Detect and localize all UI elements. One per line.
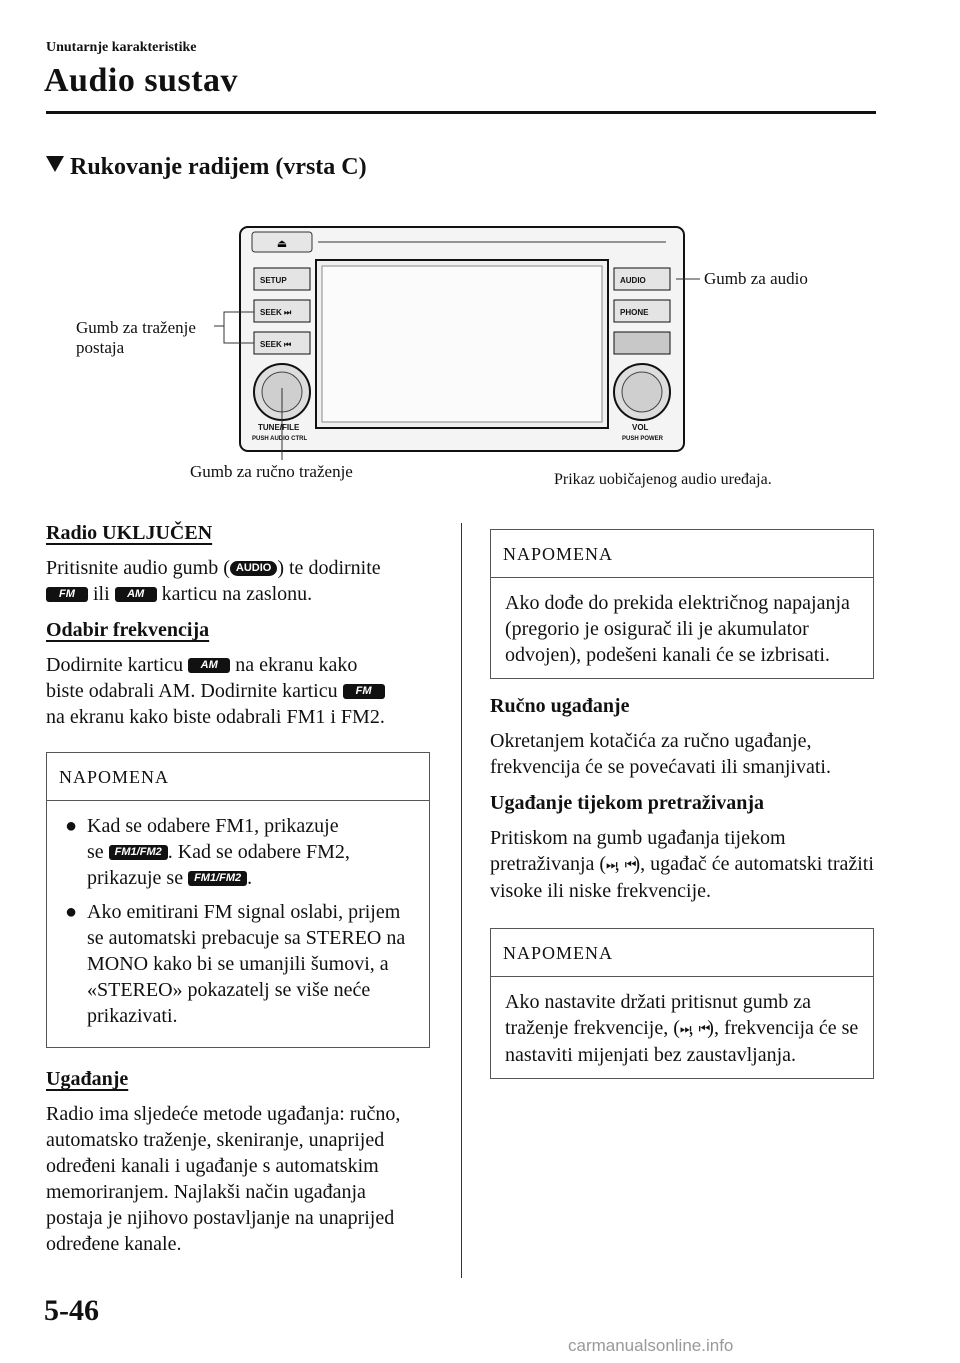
- eject-icon: ⏏: [277, 238, 287, 250]
- figure-caption: Prikaz uobičajenog audio uređaja.: [554, 471, 772, 488]
- audio-unit-button: AUDIO: [620, 276, 646, 285]
- subheading-radio-on: Radio UKLJUČEN: [46, 522, 213, 544]
- seek-down-button: SEEK ⏮: [260, 340, 291, 349]
- paragraph-tuning: Radio ima sljedeće metode ugađanja: ručn…: [46, 1103, 401, 1255]
- section-title-text: Rukovanje radijem (vrsta C): [70, 154, 367, 180]
- note-box-seek-hold: NAPOMENA Ako nastavite držati pritisnut …: [490, 928, 874, 1079]
- paragraph-radio-on: Pritisnite audio gumb (AUDIO) te dodirni…: [46, 555, 436, 607]
- text-fragment: prikazuje se: [87, 867, 184, 889]
- text-fragment: na ekranu kako: [235, 654, 358, 676]
- text-fragment: Kad se odabere FM1, prikazuje: [87, 815, 339, 837]
- text-fragment: Pritiskom na gumb ugađanja tijekom pretr…: [490, 827, 786, 875]
- title-rule: [46, 111, 876, 114]
- text-fragment: ), frekvencija će se nastaviti mijenjati…: [505, 1017, 859, 1066]
- audio-unit-drawing: ⏏ SETUP SEEK ⏭ SEEK ⏮ AUDIO PHONE TUNE/F…: [239, 226, 685, 452]
- text-fragment: ) te dodirnite: [277, 557, 381, 579]
- note-body: ● Kad se odabere FM1, prikazuje se FM1/F…: [47, 801, 429, 1047]
- paragraph-seek-tuning: Pritiskom na gumb ugađanja tijekom pretr…: [490, 825, 874, 904]
- vol-knob-sublabel: PUSH POWER: [622, 436, 664, 442]
- vol-knob-label: VOL: [632, 423, 649, 432]
- text-fragment: .: [247, 867, 253, 889]
- text-fragment: Ako emitirani FM signal oslabi, prijem s…: [87, 901, 406, 1027]
- leader-lines: [214, 278, 700, 460]
- fm-tab-icon: FM: [46, 587, 88, 602]
- text-fragment: karticu na zaslonu.: [161, 583, 313, 605]
- note-bullet-1: ● Kad se odabere FM1, prikazuje se FM1/F…: [61, 813, 415, 891]
- note-bullet-2: ● Ako emitirani FM signal oslabi, prijem…: [61, 899, 415, 1029]
- left-column: Radio UKLJUČEN Pritisnite audio gumb (AU…: [46, 522, 436, 1257]
- note-body: Ako dođe do prekida električnog napajanj…: [505, 592, 850, 666]
- seek-prev-icon: ⏮: [624, 857, 637, 872]
- subheading-frequency: Odabir frekvencija: [46, 619, 210, 641]
- paragraph-frequency: Dodirnite karticu AM na ekranu kako bist…: [46, 652, 436, 730]
- text-fragment: na ekranu kako biste odabrali FM1 i FM2.: [46, 706, 385, 728]
- text-fragment: Pritisnite audio gumb (: [46, 557, 230, 579]
- seek-button-label: Gumb za traženje postaja: [76, 318, 196, 357]
- text-fragment: ,: [688, 1017, 694, 1039]
- column-divider: [461, 523, 462, 1278]
- bullet-icon: ●: [65, 901, 78, 923]
- audio-unit-figure: ⏏ SETUP SEEK ⏭ SEEK ⏮ AUDIO PHONE TUNE/F…: [236, 224, 688, 456]
- fm2-indicator-icon: FM1/FM2: [188, 871, 248, 886]
- note-body: Ako nastavite držati pritisnut gumb za t…: [491, 977, 873, 1078]
- note-heading: NAPOMENA: [47, 753, 429, 801]
- bullet-icon: ●: [65, 815, 78, 837]
- seek-up-button: SEEK ⏭: [260, 308, 292, 317]
- fm1-indicator-icon: FM1/FM2: [108, 845, 168, 860]
- subheading-manual-tuning: Ručno ugađanje: [490, 695, 630, 717]
- text-fragment: . Kad se odabere FM2,: [167, 841, 350, 863]
- section-title: Rukovanje radijem (vrsta C): [46, 154, 367, 181]
- chapter-label: Unutarnje karakteristike: [46, 40, 197, 55]
- manual-tune-label: Gumb za ručno traženje: [190, 462, 353, 481]
- subheading-tuning: Ugađanje: [46, 1068, 129, 1090]
- setup-button: SETUP: [260, 276, 287, 285]
- text-fragment: biste odabrali AM. Dodirnite karticu: [46, 680, 338, 702]
- tune-knob-sublabel: PUSH AUDIO CTRL: [252, 436, 307, 442]
- page-title: Audio sustav: [44, 62, 239, 99]
- fm-tab-icon: FM: [342, 684, 385, 699]
- text-fragment: Dodirnite karticu: [46, 654, 184, 676]
- subheading-seek-tuning: Ugađanje tijekom pretraživanja: [490, 792, 765, 814]
- am-tab-icon: AM: [114, 587, 157, 602]
- seek-prev-icon: ⏮: [698, 1021, 711, 1036]
- am-tab-icon: AM: [188, 658, 231, 673]
- text-fragment: ili: [93, 583, 110, 605]
- paragraph-manual-tuning: Okretanjem kotačića za ručno ugađanje, f…: [490, 730, 831, 778]
- seek-next-icon: ⏭: [606, 857, 618, 872]
- note-heading: NAPOMENA: [491, 530, 873, 578]
- text-fragment: Ako nastavite držati pritisnut gumb za t…: [505, 991, 812, 1039]
- phone-button: PHONE: [620, 308, 649, 317]
- note-box-power: NAPOMENA Ako dođe do prekida električnog…: [490, 529, 874, 679]
- seek-next-icon: ⏭: [679, 1021, 692, 1036]
- audio-button-label: Gumb za audio: [704, 269, 808, 288]
- right-column: NAPOMENA Ako dođe do prekida električnog…: [490, 529, 874, 1079]
- audio-key-icon: AUDIO: [229, 561, 278, 576]
- triangle-down-icon: [46, 156, 64, 172]
- text-fragment: ), ugađač će automatski tražiti visoke i…: [490, 853, 874, 902]
- footer-watermark: carmanualsonline.info: [568, 1336, 734, 1355]
- page-number: 5-46: [44, 1294, 99, 1327]
- tune-knob-label: TUNE/FILE: [258, 423, 300, 432]
- text-fragment: se: [87, 841, 104, 863]
- note-box-fm: NAPOMENA ● Kad se odabere FM1, prikazuje…: [46, 752, 430, 1048]
- text-fragment: ,: [614, 853, 620, 875]
- note-heading: NAPOMENA: [491, 929, 873, 977]
